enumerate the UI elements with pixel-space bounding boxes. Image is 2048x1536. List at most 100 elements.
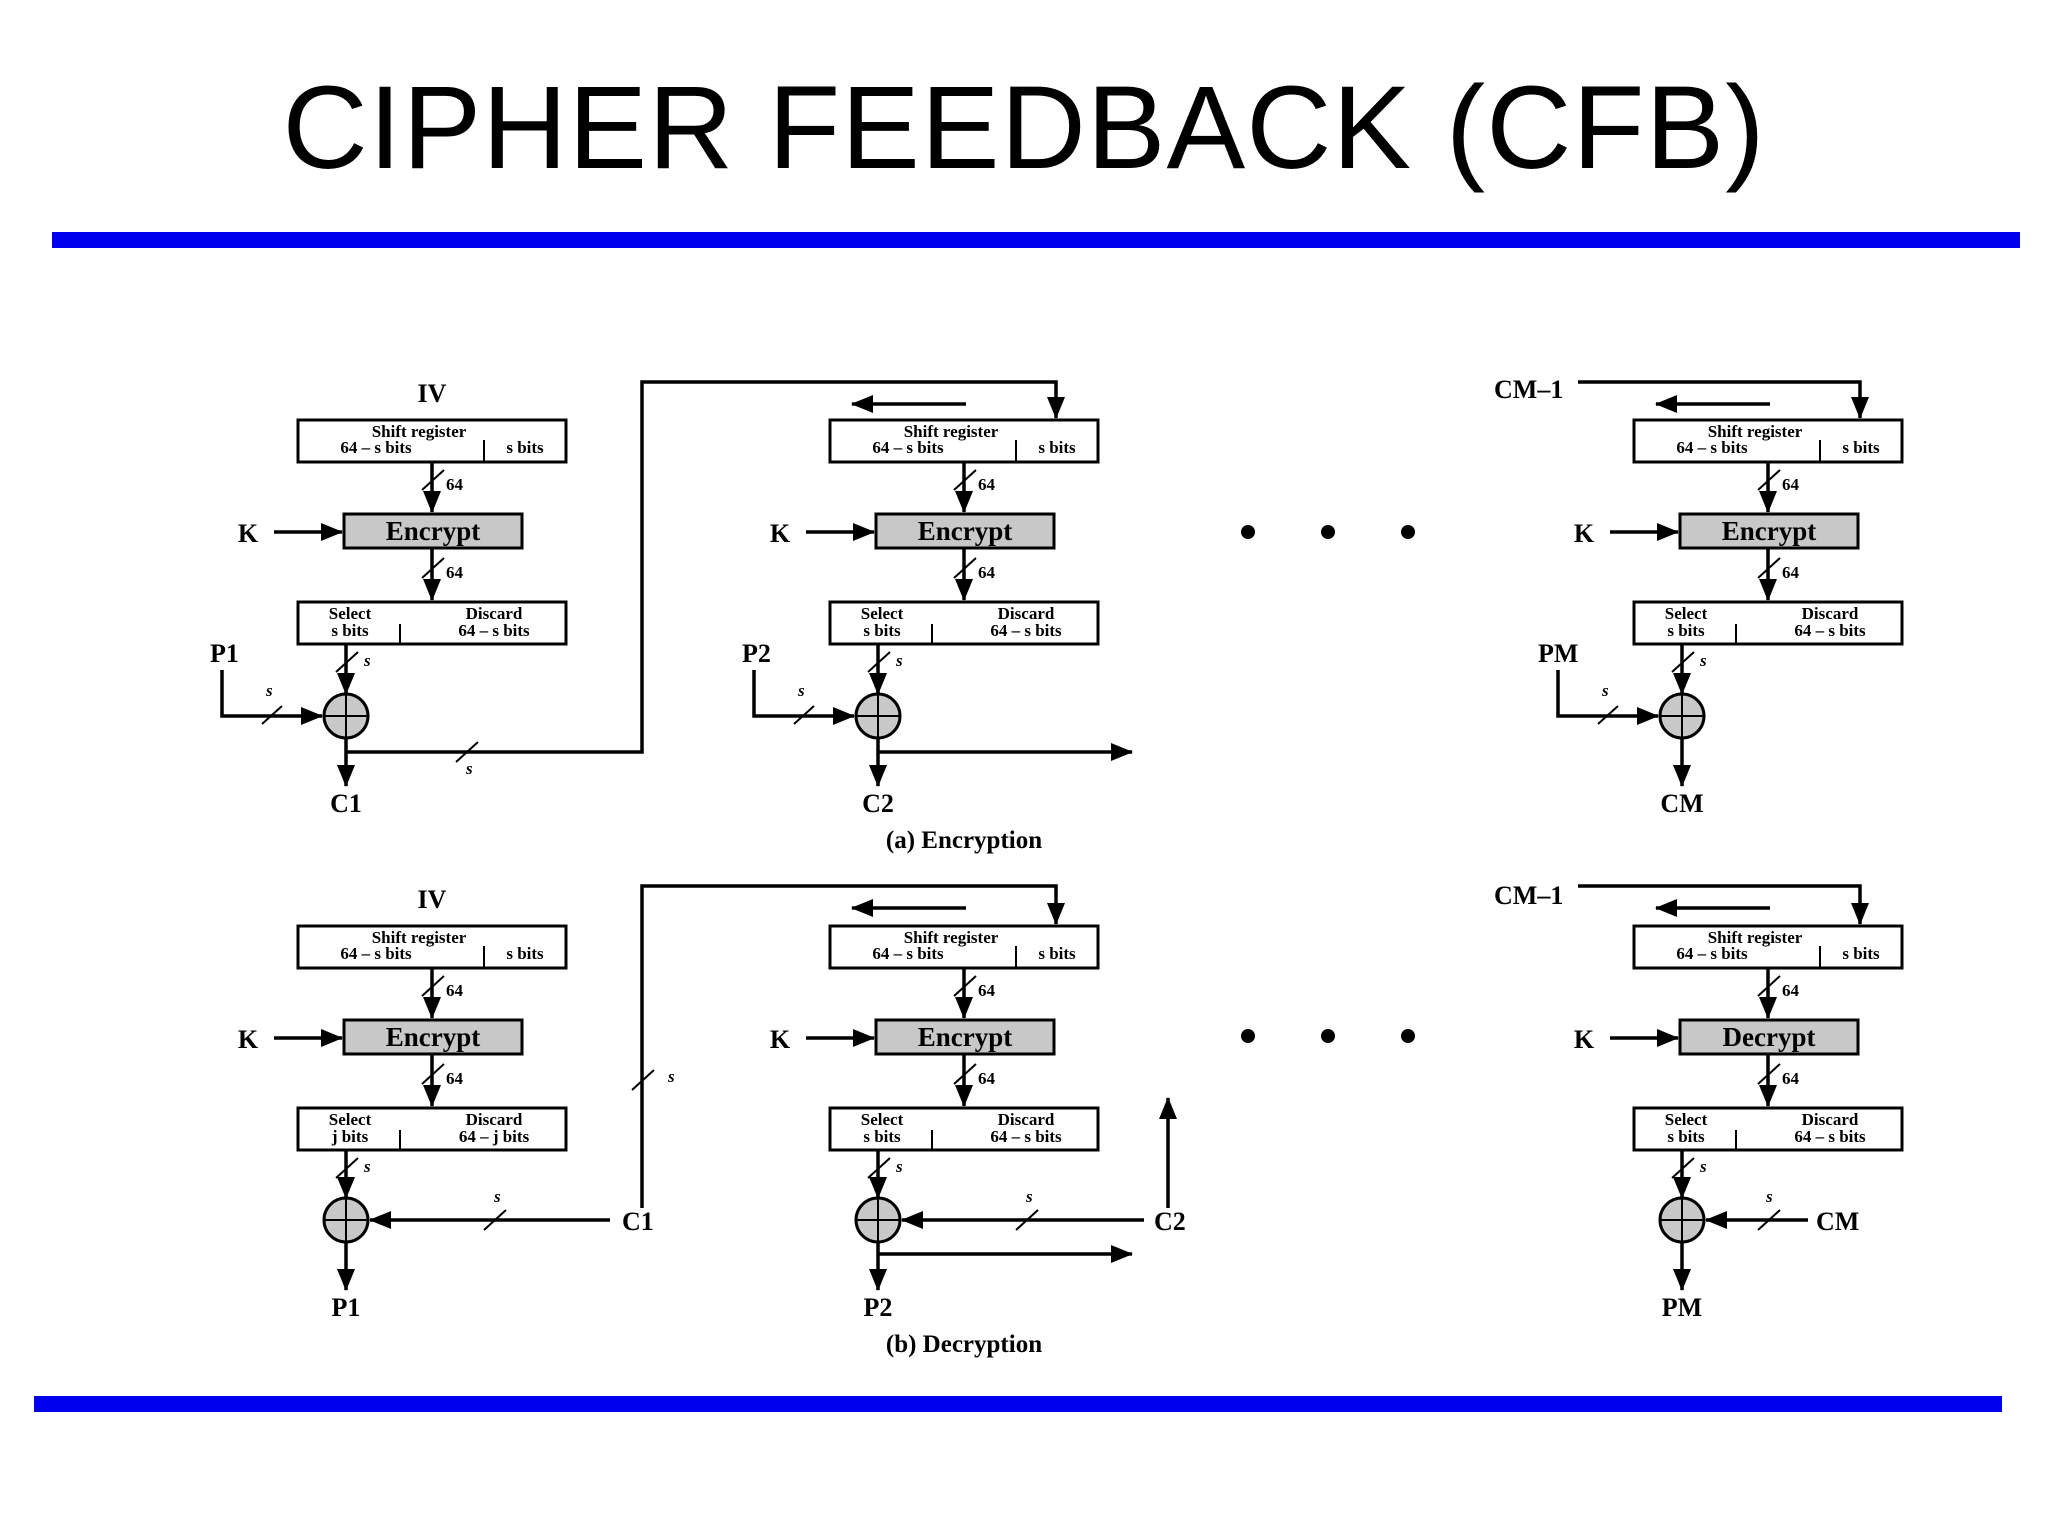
select-label: Select	[1665, 1110, 1708, 1129]
decryption-stage-2: Shift register 64 – s bits s bits 64 K E…	[770, 899, 1186, 1358]
previous-ciphertext-label: CM–1	[1494, 881, 1563, 910]
ellipsis-dot	[1321, 525, 1335, 539]
key-label: K	[238, 519, 259, 548]
encryption-stage-1: IV Shift register 64 – s bits s bits 64 …	[210, 379, 1065, 818]
select-discard-box	[1632, 600, 1904, 646]
width-label: 64	[978, 1069, 996, 1088]
discard-bits: 64 – s bits	[458, 621, 530, 640]
encrypt-label: Encrypt	[918, 1022, 1013, 1052]
s-label: s	[895, 1157, 903, 1176]
ciphertext-input-label: C2	[1154, 1207, 1186, 1236]
key-label: K	[238, 1025, 259, 1054]
shift-register-label: Shift register	[904, 422, 999, 441]
width-label: 64	[978, 475, 996, 494]
shift-register-box	[828, 924, 1100, 970]
s-label: s	[1765, 1187, 1773, 1206]
shift-register-right: s bits	[1038, 438, 1076, 457]
s-label: s	[895, 651, 903, 670]
decryption-caption: (b) Decryption	[886, 1331, 1042, 1358]
encrypt-label: Encrypt	[918, 516, 1013, 546]
select-bits: s bits	[331, 621, 369, 640]
plaintext-output-label: P2	[864, 1293, 893, 1322]
ellipsis-dot	[1401, 1029, 1415, 1043]
ciphertext-input-label: CM	[1816, 1207, 1859, 1236]
s-label: s	[1699, 651, 1707, 670]
width-label: 64	[1782, 1069, 1800, 1088]
discard-bits: 64 – s bits	[990, 621, 1062, 640]
select-discard-box	[1632, 1106, 1904, 1152]
decrypt-label: Decrypt	[1723, 1022, 1816, 1052]
encrypt-box	[342, 512, 524, 550]
select-bits: s bits	[863, 1127, 901, 1146]
encryption-stage-m: CM–1 Shift register 64 – s bits s bits 6…	[1494, 375, 1904, 818]
shift-register-right: s bits	[1038, 944, 1076, 963]
encryption-ellipsis	[1241, 525, 1415, 539]
ciphertext-label: C2	[862, 789, 894, 818]
width-label: 64	[446, 981, 464, 1000]
s-label: s	[1699, 1157, 1707, 1176]
shift-register-right: s bits	[1842, 944, 1880, 963]
width-label: 64	[1782, 563, 1800, 582]
plaintext-label: P1	[210, 639, 239, 668]
width-label: 64	[446, 475, 464, 494]
encrypt-box	[874, 512, 1056, 550]
discard-bits: 64 – s bits	[990, 1127, 1062, 1146]
key-label: K	[1574, 519, 1595, 548]
discard-label: Discard	[1802, 1110, 1859, 1129]
select-discard-box	[828, 600, 1100, 646]
discard-label: Discard	[998, 604, 1055, 623]
width-label: 64	[978, 563, 996, 582]
encrypt-box	[1678, 512, 1860, 550]
iv-label: IV	[418, 885, 447, 914]
top-divider	[52, 232, 2020, 248]
shift-register-box	[1632, 418, 1904, 464]
encrypt-box	[342, 1018, 524, 1056]
s-label: s	[1601, 681, 1609, 700]
s-label: s	[363, 1157, 371, 1176]
select-discard-box	[828, 1106, 1100, 1152]
ellipsis-dot	[1241, 1029, 1255, 1043]
key-label: K	[770, 519, 791, 548]
decryption-stage-1: IV Shift register 64 – s bits s bits 64 …	[238, 884, 1065, 1322]
select-discard-box	[296, 1106, 568, 1152]
ciphertext-label: C1	[330, 789, 362, 818]
s-label: s	[265, 681, 273, 700]
discard-label: Discard	[466, 604, 523, 623]
width-label: 64	[1782, 475, 1800, 494]
shift-register-label: Shift register	[1708, 422, 1803, 441]
plaintext-output-label: PM	[1662, 1293, 1702, 1322]
select-label: Select	[861, 604, 904, 623]
shift-register-label: Shift register	[1708, 928, 1803, 947]
s-label: s	[797, 681, 805, 700]
key-label: K	[1574, 1025, 1595, 1054]
select-bits: s bits	[863, 621, 901, 640]
shift-register-right: s bits	[506, 438, 544, 457]
s-label: s	[667, 1067, 675, 1086]
encrypt-label: Encrypt	[386, 516, 481, 546]
discard-bits: 64 – s bits	[1794, 621, 1866, 640]
shift-register-box	[296, 924, 568, 970]
encrypt-label: Encrypt	[386, 1022, 481, 1052]
shift-register-box	[296, 418, 568, 464]
shift-register-right: s bits	[1842, 438, 1880, 457]
key-label: K	[770, 1025, 791, 1054]
select-label: Select	[329, 604, 372, 623]
select-label: Select	[1665, 604, 1708, 623]
decryption-ellipsis	[1241, 1029, 1415, 1043]
slide-title: CIPHER FEEDBACK (CFB)	[282, 62, 1766, 194]
shift-register-left: 64 – s bits	[1676, 438, 1748, 457]
shift-register-label: Shift register	[372, 422, 467, 441]
encrypt-label: Encrypt	[1722, 516, 1817, 546]
previous-ciphertext-label: CM–1	[1494, 375, 1563, 404]
width-label: 64	[1782, 981, 1800, 1000]
s-label: s	[363, 651, 371, 670]
select-bits: j bits	[331, 1127, 369, 1146]
discard-label: Discard	[998, 1110, 1055, 1129]
iv-label: IV	[418, 379, 447, 408]
shift-register-label: Shift register	[372, 928, 467, 947]
shift-register-right: s bits	[506, 944, 544, 963]
select-label: Select	[861, 1110, 904, 1129]
width-label: 64	[978, 981, 996, 1000]
discard-bits: 64 – j bits	[459, 1127, 530, 1146]
